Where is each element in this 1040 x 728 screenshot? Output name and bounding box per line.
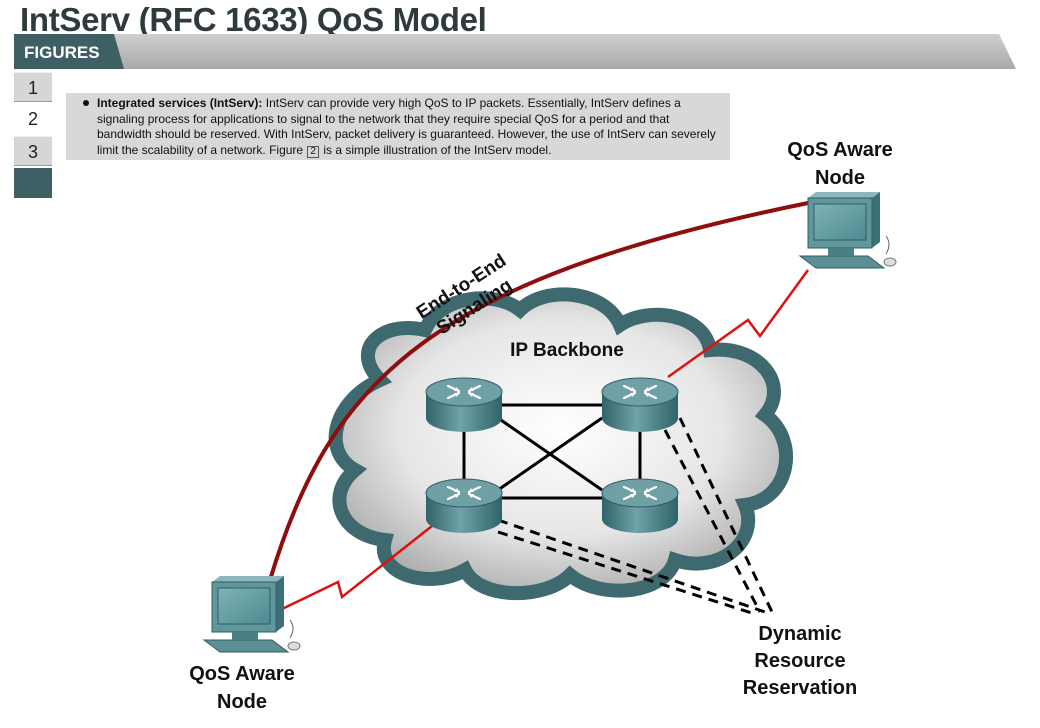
tab-figure-3[interactable]: 3: [14, 136, 52, 166]
description-tail: is a simple illustration of the IntServ …: [319, 142, 552, 157]
bullet-icon: [83, 100, 89, 106]
description-box: Integrated services (IntServ): IntServ c…: [66, 93, 730, 160]
qos-node-top-pc-icon: [799, 191, 897, 269]
node-bottom-label-line2: Node: [217, 691, 267, 713]
router-bottom-left: [424, 477, 504, 535]
reservation-label-line1: Dynamic: [758, 623, 842, 645]
reservation-lines: [497, 417, 774, 616]
figure-ref-link[interactable]: 2: [307, 145, 319, 158]
figures-label: FIGURES: [24, 43, 100, 62]
node-bottom-label: QoS Aware Node: [172, 660, 312, 716]
description-text: Integrated services (IntServ): IntServ c…: [97, 96, 727, 158]
router-top-right: [600, 376, 680, 434]
router-bottom-right: [600, 477, 680, 535]
tab-figure-2[interactable]: 2: [14, 104, 52, 134]
serial-link-top: [667, 269, 810, 379]
figures-bar: FIGURES: [14, 33, 1016, 71]
reservation-label: Dynamic Resource Reservation: [720, 621, 880, 702]
node-top-label-line2: Node: [815, 167, 865, 189]
qos-node-bottom-pc-icon: [203, 575, 301, 653]
node-bottom-label-line1: QoS Aware: [189, 663, 295, 685]
signaling-arc: [268, 201, 809, 581]
page-title: IntServ (RFC 1633) QoS Model: [20, 1, 487, 38]
backbone-label: IP Backbone: [510, 340, 624, 361]
figures-bar-shape: [14, 34, 1016, 69]
reservation-label-line2: Resource: [754, 650, 846, 672]
node-top-label-line1: QoS Aware: [787, 139, 893, 161]
figure-tabs: 1 2 3: [14, 72, 52, 198]
node-top-label: QoS Aware Node: [770, 136, 910, 192]
reservation-label-line3: Reservation: [742, 677, 858, 699]
description-term: Integrated services (IntServ):: [97, 96, 263, 110]
tabs-footer: [14, 168, 52, 198]
description-body: IntServ can provide very high QoS to IP …: [97, 96, 716, 157]
serial-link-bottom: [279, 525, 433, 612]
router-top-left: [424, 376, 504, 434]
tab-figure-1[interactable]: 1: [14, 72, 52, 102]
